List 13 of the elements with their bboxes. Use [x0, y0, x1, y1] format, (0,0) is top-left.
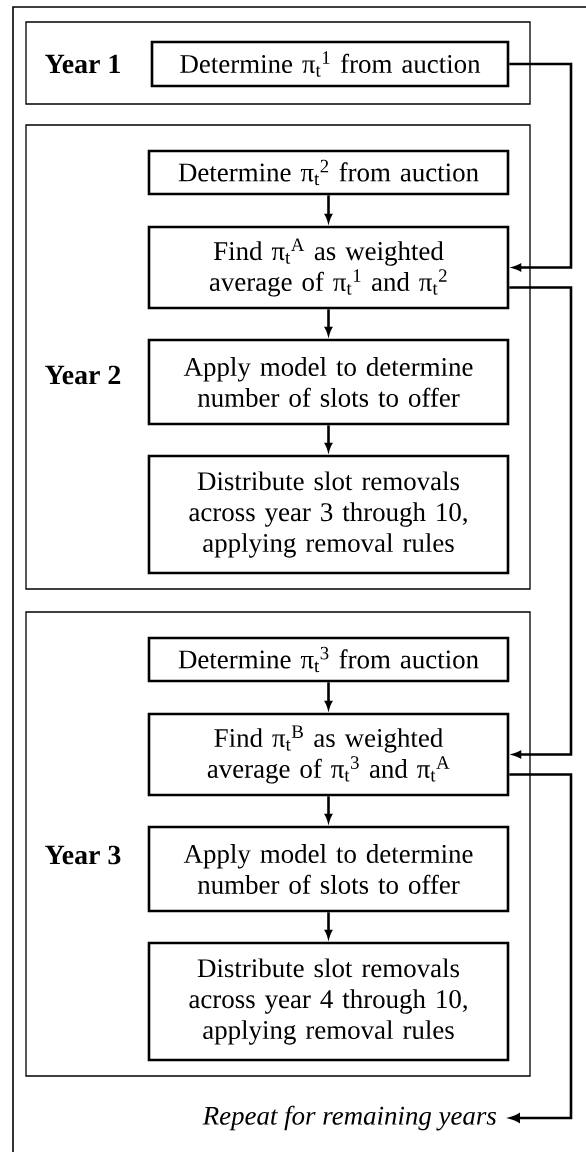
process-box: Apply model to determine number of slots to offer — [147, 338, 510, 426]
note-text: Repeat for remaining years — [202, 1105, 496, 1131]
process-box: Find π$_{t}$$^{B}$ as weighted average of π$_{t}$$^{3}$ and π$_{t}$A — [147, 712, 510, 797]
process-box: Determine π$_{t}$$^{1}$ from auction — [150, 40, 510, 88]
arrow — [509, 62, 573, 272]
process-box: Determine π$_{t}$$^{3}$ from auction — [147, 636, 510, 683]
arrow — [509, 286, 573, 759]
process-box: Apply model to determine number of slots to offer — [147, 825, 510, 913]
process-box: Find π$_{t}$$^{A}$ as weighted average of π$_{t}$$^{1}$ and π$_{t}$2 — [147, 225, 510, 310]
process-box: Distribute slot removals across year 3 through 10, applying removal rules — [147, 454, 510, 575]
process-box: Distribute slot removals across year 4 through 10, applying removal rules — [147, 941, 510, 1062]
process-box: Determine π$_{t}$$^{2}$ from auction — [147, 149, 510, 196]
arrow — [509, 773, 573, 1123]
